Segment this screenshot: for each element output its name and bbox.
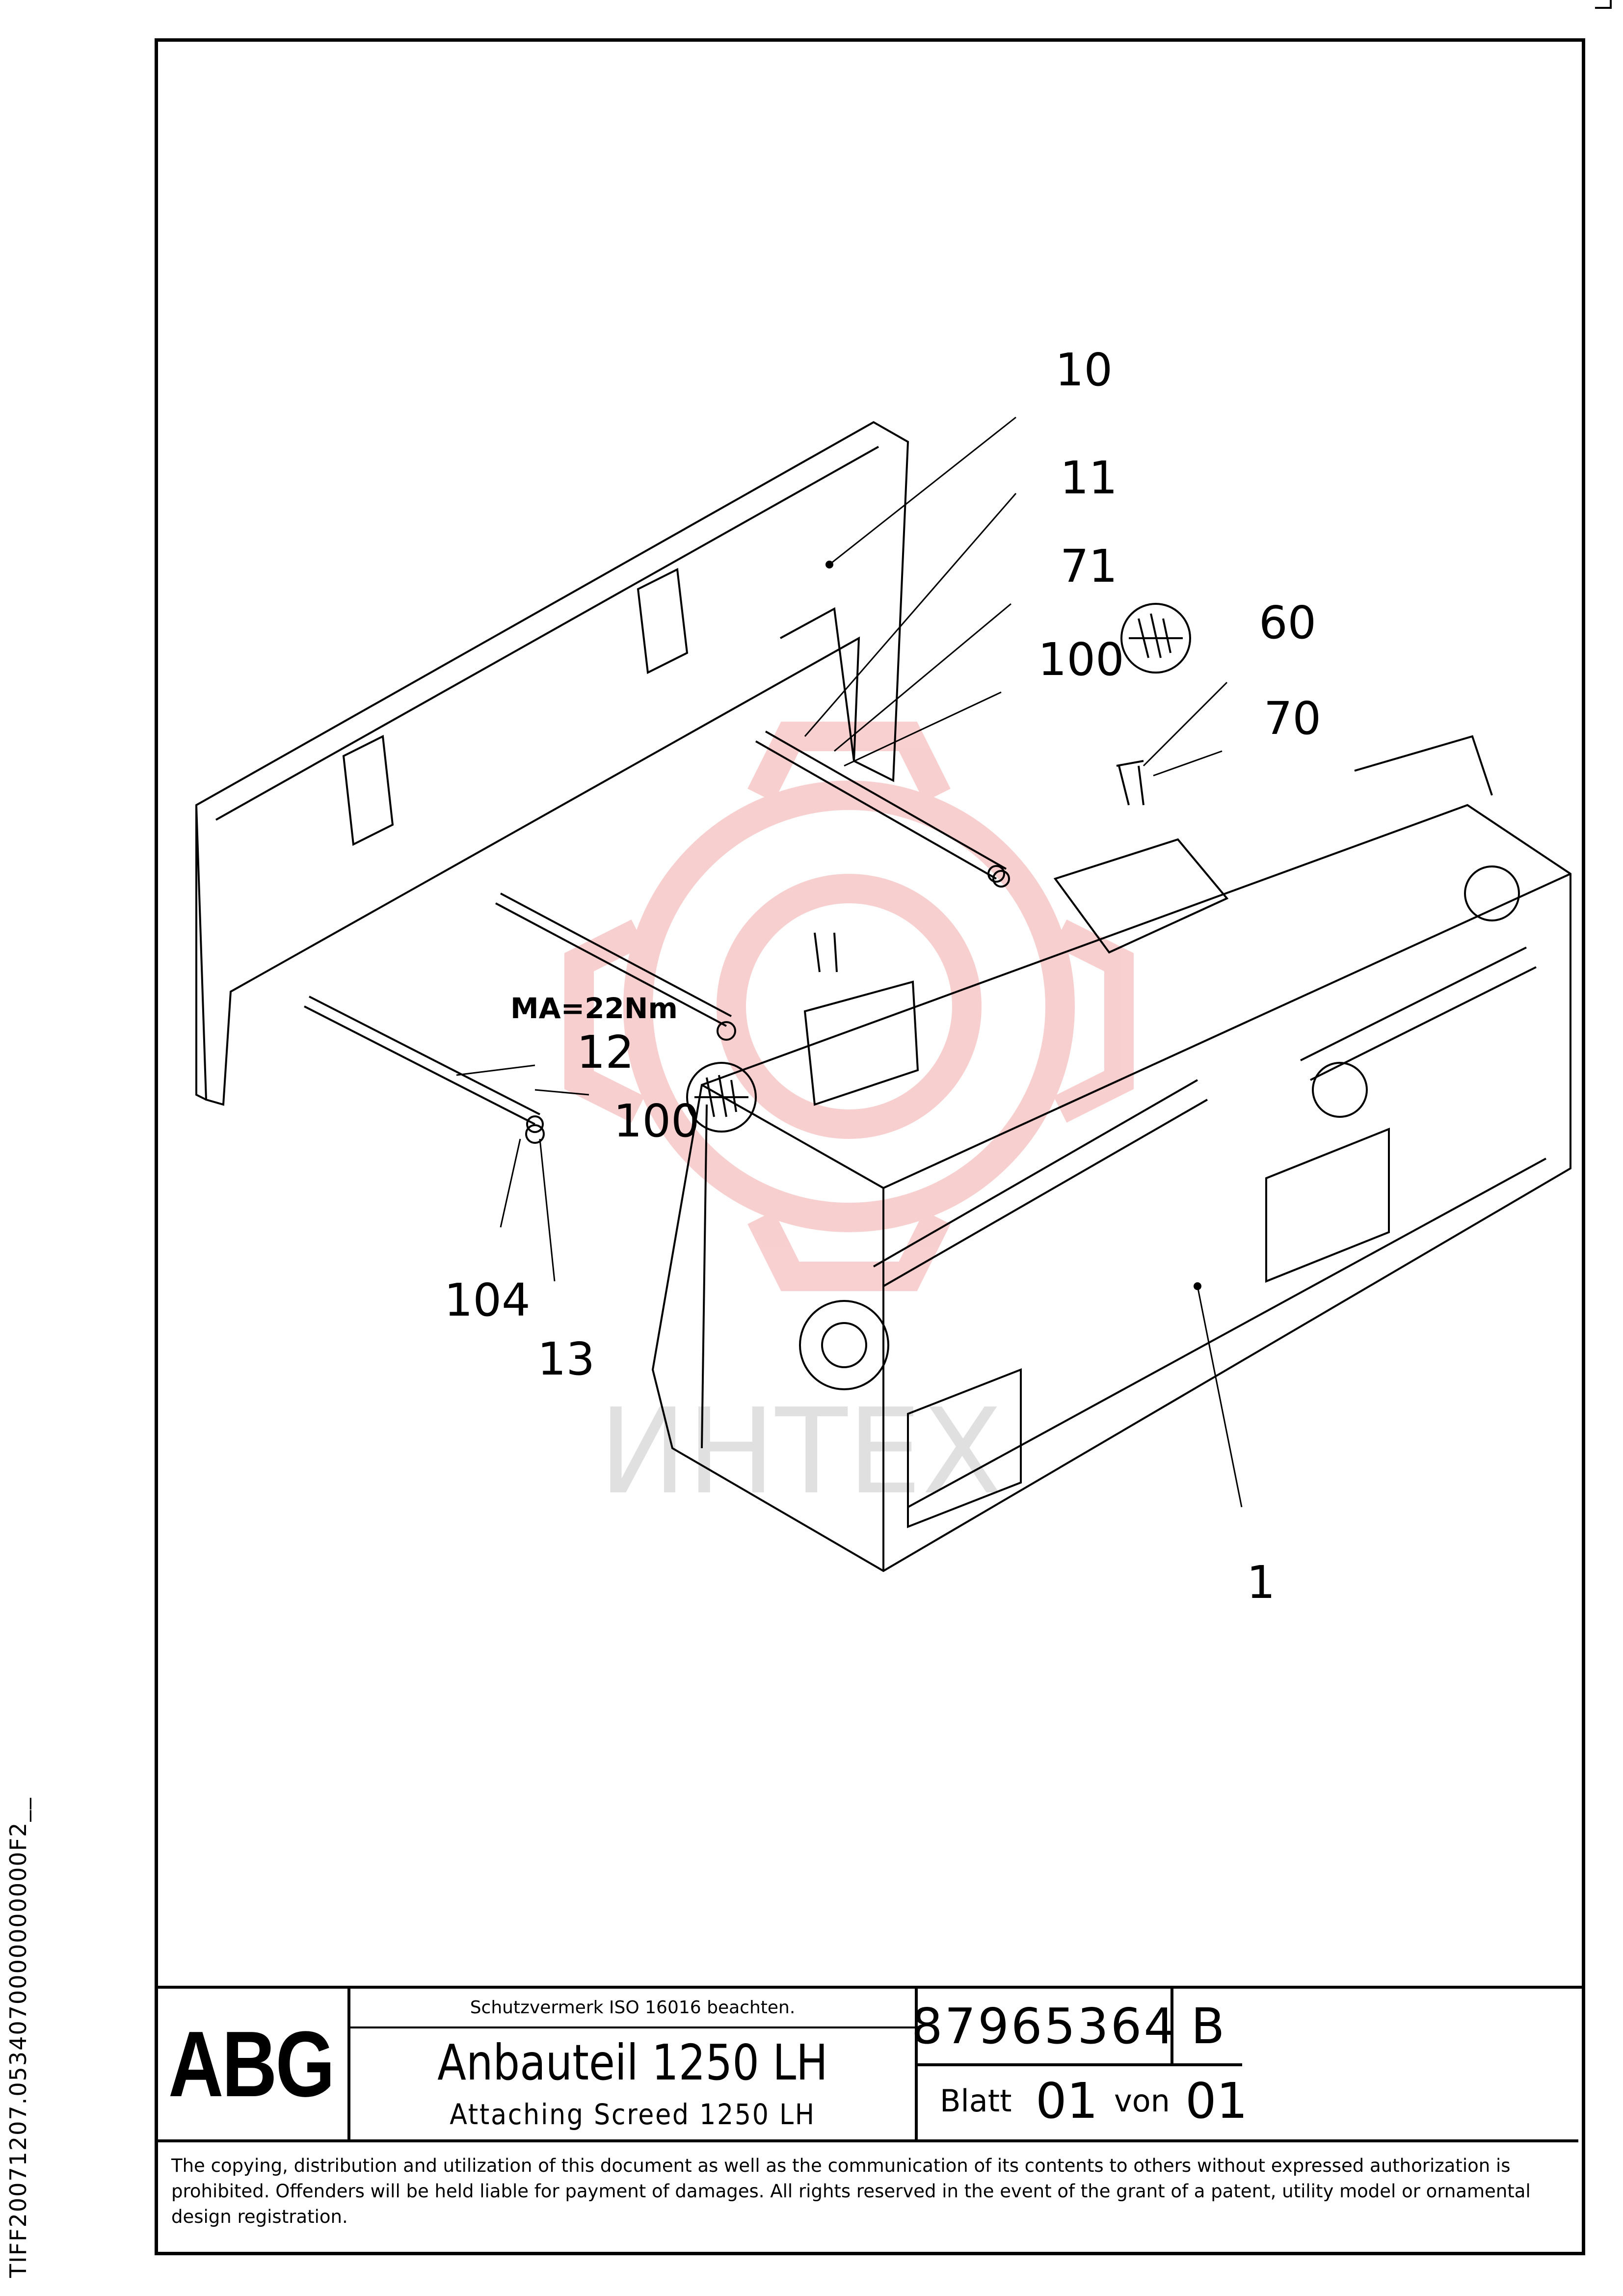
callout-60: 60 [1259,596,1317,649]
sheet-number: 01 [1036,2072,1098,2130]
body-part-1 [651,804,1571,1572]
plate-part-10 [195,421,909,1106]
title-block: ABG Schutzvermerk ISO 16016 beachten. An… [155,1986,1585,2227]
title-english: Attaching Screed 1250 LH [450,2098,816,2131]
callout-10: 10 [1055,344,1113,396]
watermark-gear-icon [564,722,1134,1291]
sheet-info: Blatt 01 von 01 [918,2066,1248,2139]
callout-70: 70 [1264,692,1322,745]
doc-info-cell: 87965364 B Blatt 01 von 01 [911,1989,1578,2139]
hatch-symbol-icon-2 [686,1062,757,1133]
revision-letter: B [1173,1989,1242,2066]
sheet-label: Blatt [940,2083,1012,2119]
callout-100-mid: 100 [613,1095,700,1147]
hatch-symbol-icon [1120,603,1191,674]
torque-note: MA=22Nm [510,992,678,1025]
callout-1: 1 [1247,1556,1276,1609]
callout-100-top: 100 [1038,633,1124,686]
corner-crop-mark [1595,0,1612,9]
callout-104: 104 [444,1274,531,1326]
callout-12: 12 [577,1026,635,1079]
callout-11: 11 [1060,452,1118,504]
watermark-text: ИНТЕХ [599,1383,1003,1520]
company-logo: ABG [168,2012,335,2116]
protection-note: Schutzvermerk ISO 16016 beachten. [350,1989,915,2028]
copyright-notice: The copying, distribution and utilizatio… [155,2139,1578,2233]
sheet-total: 01 [1185,2072,1248,2130]
callout-71: 71 [1060,540,1118,593]
screw-part-60 [1116,760,1144,806]
rod-part-11 [755,730,1007,880]
title-cell: Schutzvermerk ISO 16016 beachten. Anbaut… [350,1989,918,2139]
title-german: Anbauteil 1250 LH [437,2034,828,2091]
logo-cell: ABG [155,1989,350,2139]
leader-lines [456,416,1243,1508]
document-number: 87965364 [911,1989,1175,2066]
drawing-frame [155,38,1585,2255]
rod-part-12 [304,996,540,1125]
callout-13: 13 [537,1333,595,1385]
of-label: von [1114,2083,1170,2119]
